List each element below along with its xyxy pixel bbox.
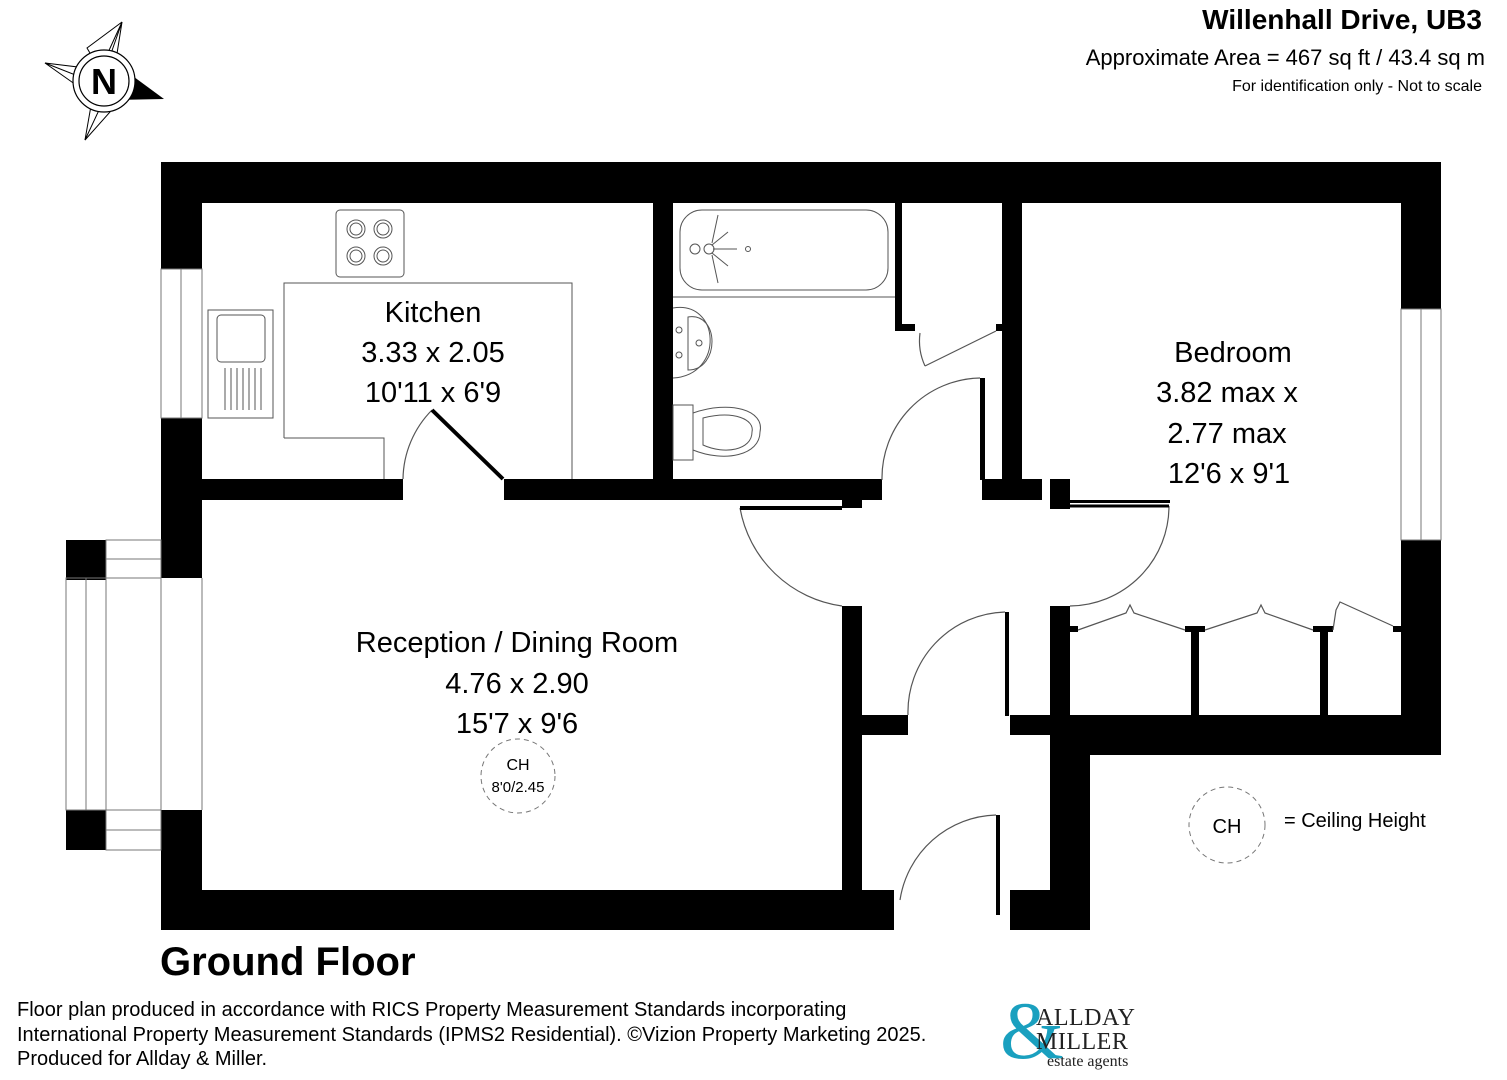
- sink-icon: [207, 309, 274, 419]
- floor-label: Ground Floor: [160, 940, 416, 984]
- logo-line-allday: ALLDAY: [1036, 1005, 1136, 1031]
- kitchen-metric: 3.33 x 2.05: [361, 337, 505, 369]
- allday-miller-logo: & ALLDAY MILLER estate agents: [1000, 990, 1160, 1074]
- logo-line-tagline: estate agents: [1047, 1053, 1129, 1070]
- bath-icon: [679, 209, 889, 291]
- reception-metric: 4.76 x 2.90: [445, 668, 589, 700]
- ceiling-height-label: CH: [506, 757, 529, 774]
- reception-imperial: 15'7 x 9'6: [456, 708, 578, 740]
- drainer-lines: [224, 368, 262, 410]
- reception-name: Reception / Dining Room: [356, 627, 678, 659]
- walls: [66, 162, 1441, 930]
- room-kitchen: Kitchen 3.33 x 2.05 10'11 x 6'9: [361, 297, 505, 409]
- approximate-area: Approximate Area = 467 sq ft / 43.4 sq m: [1085, 45, 1485, 70]
- credits-line: Produced for Allday & Miller.: [17, 1048, 268, 1070]
- kitchen-fixtures: [207, 209, 573, 479]
- logo-ampersand: &: [1000, 985, 1064, 1076]
- legend-ceiling-height: = Ceiling Height: [1284, 810, 1426, 832]
- windows: [65, 268, 1442, 851]
- hob-icon: [335, 209, 405, 278]
- room-bedroom: Bedroom 3.82 max x 2.77 max 12'6 x 9'1: [1156, 337, 1298, 490]
- property-title: Willenhall Drive, UB3: [1202, 4, 1482, 35]
- kitchen-name: Kitchen: [385, 297, 482, 329]
- toilet-icon: [672, 404, 694, 461]
- bedroom-imperial: 12'6 x 9'1: [1168, 458, 1290, 490]
- bedroom-metric-line2: 2.77 max: [1167, 418, 1287, 450]
- logo-line-miller: MILLER: [1036, 1029, 1129, 1055]
- doors: [402, 330, 1394, 901]
- basin-icon: [672, 307, 711, 379]
- credits-line: International Property Measurement Stand…: [17, 1023, 927, 1046]
- bedroom-name: Bedroom: [1174, 337, 1292, 369]
- credits: Floor plan produced in accordance with R…: [17, 998, 1007, 1072]
- room-reception: Reception / Dining Room 4.76 x 2.90 15'7…: [356, 627, 678, 740]
- north-compass-icon: N: [44, 21, 164, 141]
- bedroom-metric-line1: 3.82 max x: [1156, 377, 1298, 409]
- ceiling-height-badge: CH 8'0/2.45: [480, 738, 556, 814]
- bathroom-fixtures: [672, 209, 895, 461]
- credits-line: Floor plan produced in accordance with R…: [17, 999, 847, 1021]
- legend-ch-badge: CH: [1188, 786, 1266, 864]
- ceiling-height-value: 8'0/2.45: [492, 779, 545, 796]
- compass-north-label: N: [91, 61, 117, 102]
- kitchen-imperial: 10'11 x 6'9: [365, 377, 501, 409]
- scale-disclaimer: For identification only - Not to scale: [1232, 78, 1482, 95]
- legend-ch-label: CH: [1213, 816, 1242, 838]
